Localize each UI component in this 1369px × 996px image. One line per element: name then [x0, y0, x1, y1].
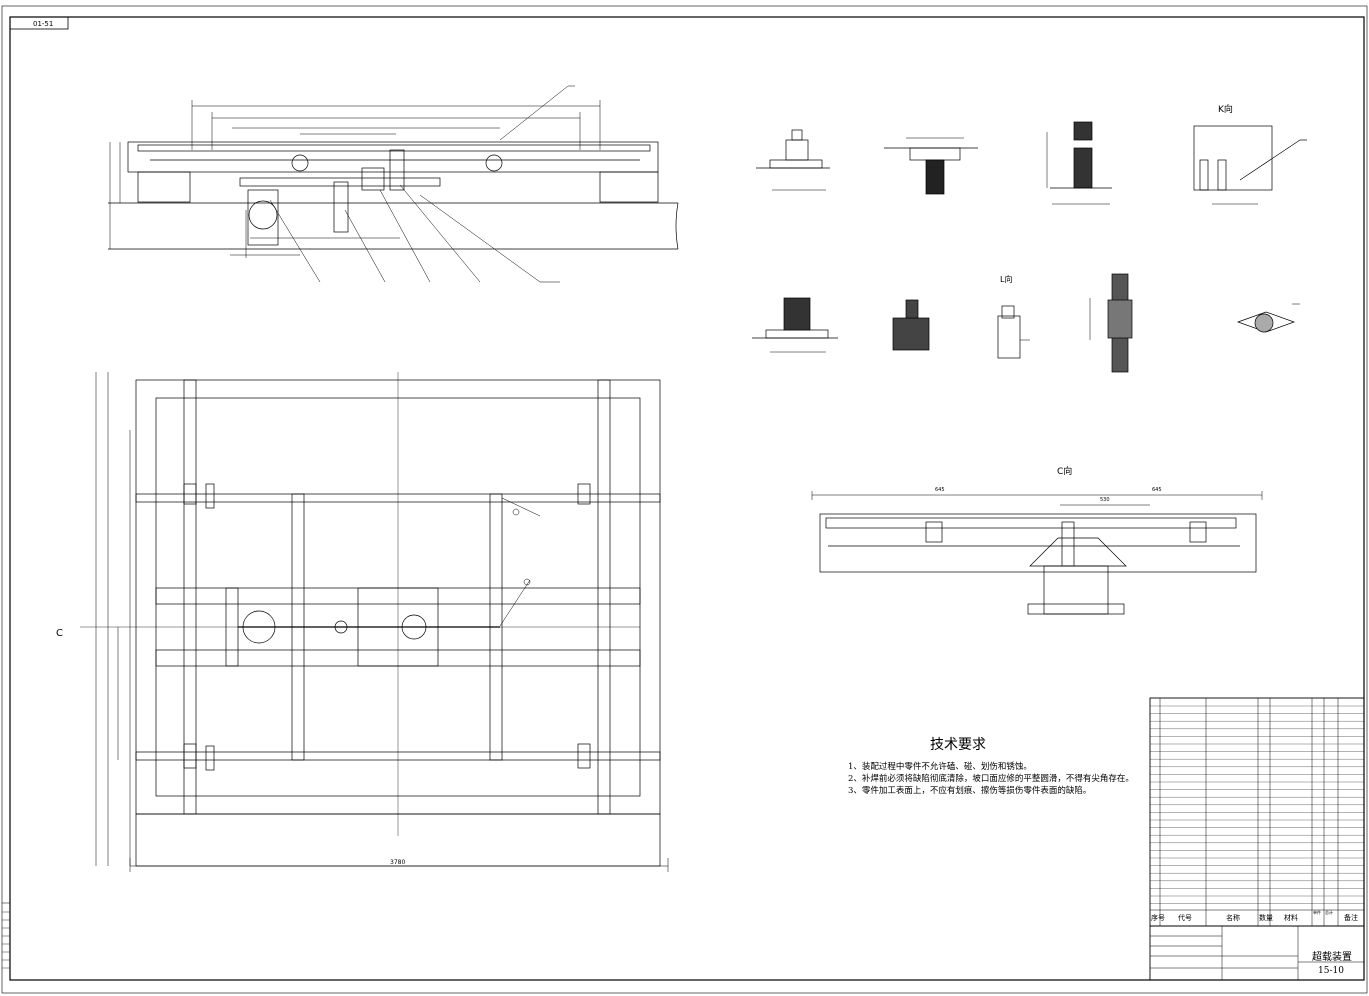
tech-requirement-3: 3、零件加工表面上，不应有划痕、擦伤等损伤零件表面的缺陷。	[848, 786, 1092, 796]
c-arrow-label: C	[56, 628, 63, 639]
tech-requirement-1: 1、装配过程中零件不允许磕、碰、划伤和锈蚀。	[848, 762, 1032, 772]
bom-header-note: 备注	[1344, 914, 1358, 922]
c-dim-left: 645	[935, 487, 945, 493]
section-e	[892, 299, 930, 351]
section-f	[1046, 121, 1112, 205]
section-d	[752, 297, 838, 353]
plan-width-dim: 3780	[390, 859, 405, 866]
section-a	[884, 137, 978, 195]
section-g	[1236, 303, 1300, 333]
bom-header-unit-weight: 单件	[1313, 910, 1321, 915]
section-l	[997, 305, 1030, 359]
sheet-border	[1, 5, 1368, 994]
l-view-label: L向	[1000, 274, 1012, 284]
section-views	[752, 121, 1307, 373]
drawing-title: 超载装置	[1312, 952, 1352, 963]
main-elevation-view	[108, 85, 679, 283]
section-j-detail	[1089, 273, 1133, 373]
section-k	[1193, 125, 1307, 205]
bom-row-lines	[1150, 705, 1364, 904]
k-view-label: K向	[1218, 103, 1233, 115]
c-view-elevation	[811, 491, 1263, 615]
bom-header-seq: 序号	[1151, 914, 1165, 922]
c-dim-right: 645	[1152, 487, 1162, 493]
bom-table	[1149, 697, 1365, 981]
c-dim-center: 530	[1100, 497, 1110, 503]
plan-view	[80, 372, 669, 872]
bom-header-code: 代号	[1178, 914, 1192, 922]
sheet-code: 01-51	[33, 20, 53, 28]
tech-requirements-heading: 技术要求	[930, 737, 986, 753]
bom-header-total-weight: 总计	[1325, 910, 1333, 915]
bom-header-name: 名称	[1226, 914, 1240, 922]
bom-header-qty: 数量	[1259, 914, 1273, 922]
drawing-number: 15-10	[1318, 966, 1344, 976]
section-b	[756, 129, 830, 191]
tech-requirement-2: 2、补焊前必须将缺陷彻底清除，坡口面应修的平整圆滑，不得有尖角存在。	[848, 774, 1134, 784]
c-view-label: C向	[1057, 465, 1072, 477]
bom-header-material: 材料	[1284, 914, 1298, 922]
